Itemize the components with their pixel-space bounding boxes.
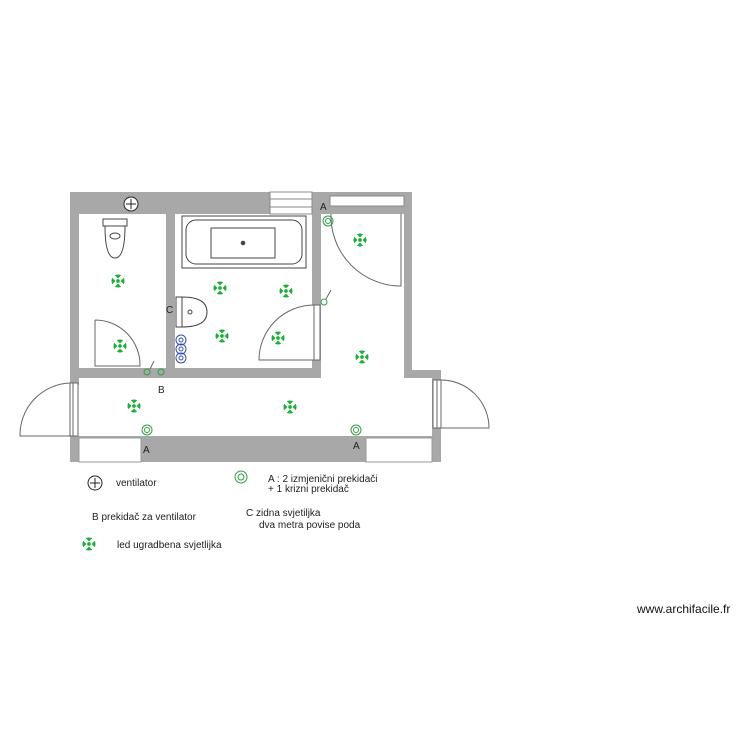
legend-c-line1: C zidna svjetiljka bbox=[246, 508, 321, 519]
legend-b: B prekidač za ventilator bbox=[92, 512, 197, 523]
legend: ventilator A : 2 izmjenični prekidači + … bbox=[82, 470, 378, 551]
led-light-icon bbox=[127, 399, 141, 413]
marker-b: B bbox=[158, 385, 165, 396]
legend-ventilator: ventilator bbox=[116, 478, 157, 489]
marker-a-top: A bbox=[320, 202, 327, 213]
marker-a-bottom-right: A bbox=[353, 441, 360, 452]
led-light-icon bbox=[82, 537, 96, 551]
legend-a-line2: + 1 krizni prekidač bbox=[268, 484, 349, 495]
led-light-icon bbox=[353, 233, 367, 247]
marker-c: C bbox=[166, 305, 173, 316]
toilet-icon bbox=[102, 218, 128, 259]
right-window bbox=[329, 195, 405, 207]
led-light-icon bbox=[355, 350, 369, 364]
led-light-icon bbox=[113, 339, 127, 353]
led-light-icon bbox=[111, 274, 125, 288]
sink-icon bbox=[175, 296, 208, 328]
switch-icon bbox=[234, 470, 248, 484]
switches bbox=[141, 215, 362, 436]
wall-lamp-icon bbox=[175, 334, 187, 364]
credit: www.archifacile.fr bbox=[636, 602, 730, 616]
fan-icon bbox=[87, 475, 103, 491]
switch-icon bbox=[141, 424, 153, 436]
led-light-icon bbox=[279, 284, 293, 298]
doors bbox=[19, 213, 490, 437]
legend-c-line2: dva metra povise poda bbox=[259, 520, 361, 531]
led-light-icon bbox=[215, 329, 229, 343]
marker-a-bottom-left: A bbox=[143, 445, 150, 456]
legend-led: led ugradbena svjetlijka bbox=[117, 540, 222, 551]
switch-icon bbox=[322, 215, 334, 227]
led-light-icon bbox=[213, 281, 227, 295]
led-lights bbox=[111, 233, 369, 414]
bathtub-icon bbox=[181, 215, 307, 269]
legend-a-line1: A : 2 izmjenični prekidači bbox=[268, 474, 378, 485]
top-window bbox=[269, 191, 313, 215]
fan-icon bbox=[123, 196, 139, 212]
switch-icon bbox=[350, 424, 362, 436]
led-light-icon bbox=[283, 400, 297, 414]
led-light-icon bbox=[271, 331, 285, 345]
led-light-icon bbox=[82, 537, 96, 551]
